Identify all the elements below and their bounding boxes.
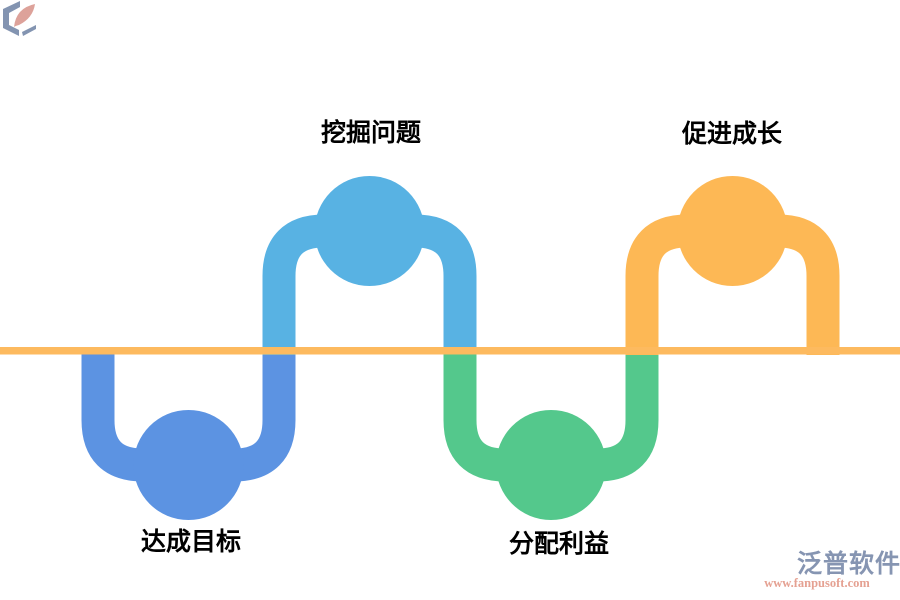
step1-node-circle	[133, 410, 244, 520]
step1-label: 达成目标	[140, 528, 241, 556]
step4-label: 促进成长	[681, 120, 782, 148]
baseline	[0, 347, 900, 355]
step2-node-circle	[314, 176, 425, 286]
step3-node-circle	[496, 410, 606, 520]
watermark-url-text: www.fanpusoft.com	[764, 576, 870, 590]
step3-label: 分配利益	[508, 530, 609, 558]
fanpu-logo-icon	[3, 1, 36, 36]
watermark-brand-text: 泛普软件	[797, 550, 900, 578]
step2-label: 挖掘问题	[320, 119, 421, 147]
step4-node-circle	[677, 176, 788, 286]
